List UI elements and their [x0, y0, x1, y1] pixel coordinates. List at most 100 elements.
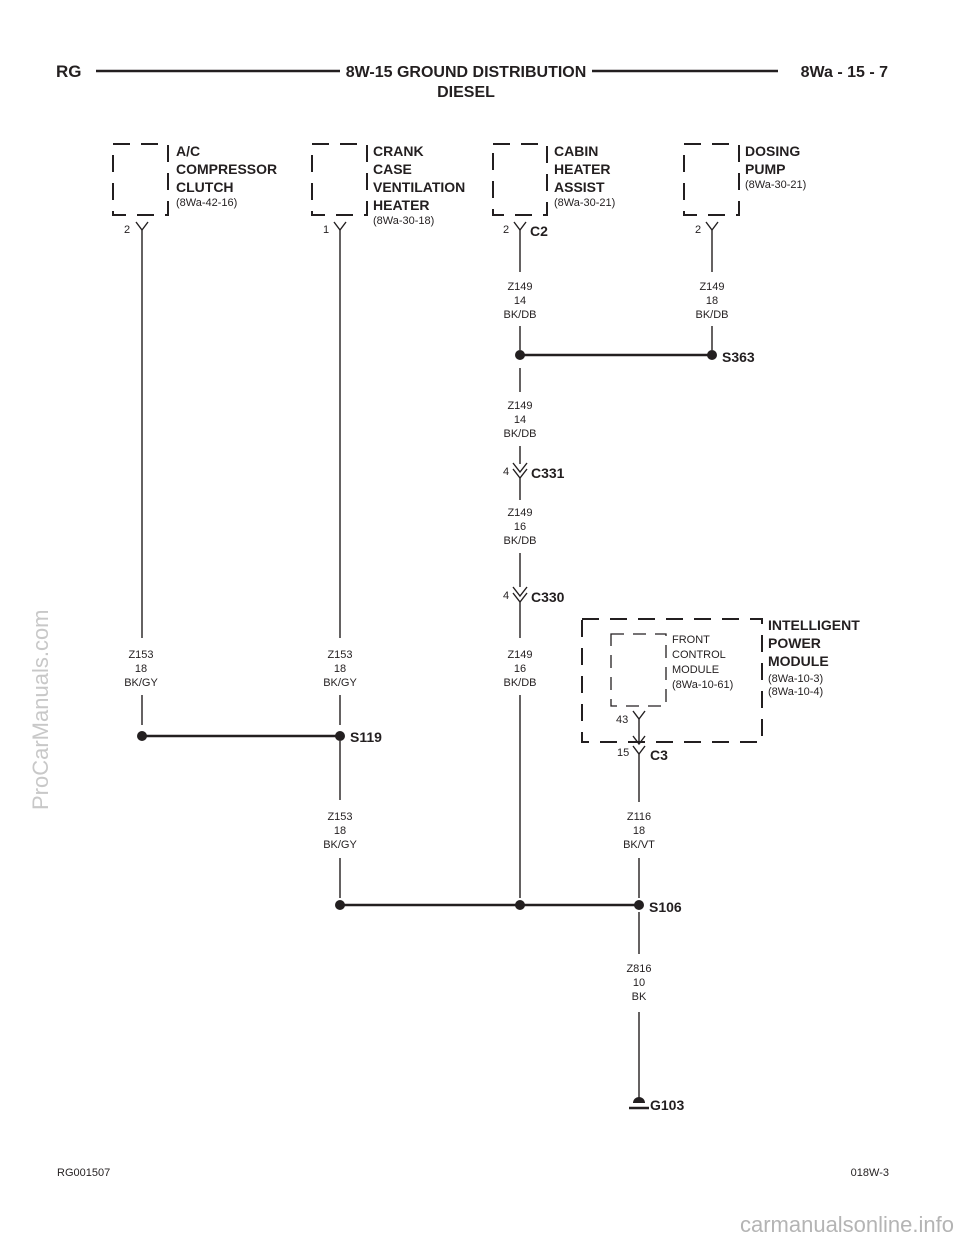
wire-c3-code: Z116: [627, 811, 651, 823]
ac-compressor-outline: [112, 143, 169, 216]
wire-s363-color: BK/DB: [503, 428, 536, 440]
connector-c330: 4 C330 Z149 16 BK/DB: [503, 586, 565, 898]
wire-s119-code: Z153: [327, 811, 352, 823]
cabin-heater-outline: [492, 143, 548, 216]
wire-s363-code: Z149: [507, 400, 532, 412]
splice-s119: S119 Z153 18 BK/GY: [137, 729, 382, 898]
splice-s106: S106 Z816 10 BK: [335, 899, 682, 1098]
c330-symbol-top: [512, 586, 528, 598]
splice-s119-label: S119: [350, 729, 382, 745]
wire-c331-color: BK/DB: [503, 535, 536, 547]
crank-label-1: CRANK: [373, 143, 424, 159]
dosing-pump-outline: [683, 143, 740, 216]
wire-cabin-gauge: 14: [514, 295, 526, 307]
wire-c330-code: Z149: [507, 649, 532, 661]
cabin-terminal-symbol: [513, 221, 527, 232]
wire-s119-gauge: 18: [334, 825, 346, 837]
ipm-label-3: MODULE: [768, 653, 829, 669]
component-cabin-heater-assist: CABIN HEATER ASSIST (8Wa-30-21) 2 C2 Z14…: [492, 143, 615, 350]
wire-c331-gauge: 16: [514, 521, 526, 533]
crank-label-3: VENTILATION: [373, 179, 465, 195]
wire-crank-color: BK/GY: [323, 677, 357, 689]
connector-c331: 4 C331 Z149 16 BK/DB: [503, 462, 565, 587]
cabin-label-2: HEATER: [554, 161, 611, 177]
wire-c3-color: BK/VT: [623, 839, 655, 851]
c331-pin: 4: [503, 466, 509, 478]
fcm-label-1: FRONT: [672, 634, 710, 646]
ipm-ref-2: (8Wa-10-4): [768, 686, 823, 698]
wire-s106-code: Z816: [626, 963, 651, 975]
c330-label: C330: [531, 589, 565, 605]
wire-s119-color: BK/GY: [323, 839, 357, 851]
component-dosing-pump: DOSING PUMP (8Wa-30-21) 2 Z149 18 BK/DB: [683, 143, 806, 350]
wire-dosing-gauge: 18: [706, 295, 718, 307]
wire-c331-code: Z149: [507, 507, 532, 519]
crank-label-2: CASE: [373, 161, 412, 177]
crank-heater-outline: [311, 143, 368, 216]
ac-terminal-symbol: [135, 221, 149, 232]
fcm-outline: [610, 633, 667, 707]
ac-label-1: A/C: [176, 143, 200, 159]
wire-c3-gauge: 18: [633, 825, 645, 837]
wire-crank-code: Z153: [327, 649, 352, 661]
wire-dosing-code: Z149: [699, 281, 724, 293]
ac-label-2: COMPRESSOR: [176, 161, 277, 177]
wire-dosing-color: BK/DB: [695, 309, 728, 321]
footer-drawing-id: 018W-3: [851, 1167, 889, 1179]
header-subtitle: DIESEL: [437, 84, 495, 101]
splice-dot-s119: [335, 731, 345, 741]
splice-dot-cabin: [515, 350, 525, 360]
header-section-code: RG: [56, 62, 82, 81]
c3-pin: 15: [617, 747, 629, 759]
wire-s106-gauge: 10: [633, 977, 645, 989]
splice-dot-s106: [634, 900, 644, 910]
connector-c2-label: C2: [530, 223, 548, 239]
wire-c330-color: BK/DB: [503, 677, 536, 689]
dosing-terminal-symbol: [705, 221, 719, 232]
page-header: RG 8W-15 GROUND DISTRIBUTION 8Wa - 15 - …: [56, 62, 888, 101]
wire-cabin-code: Z149: [507, 281, 532, 293]
ground-dome-icon: [633, 1097, 645, 1103]
ac-ref: (8Wa-42-16): [176, 197, 237, 209]
c331-label: C331: [531, 465, 565, 481]
crank-pin: 1: [323, 224, 329, 236]
ground-g103: G103: [629, 1097, 684, 1113]
component-ac-compressor-clutch: A/C COMPRESSOR CLUTCH (8Wa-42-16) 2 Z153…: [112, 143, 277, 725]
wire-crank-gauge: 18: [334, 663, 346, 675]
connector-c3: 15 C3 Z116 18 BK/VT: [617, 745, 668, 898]
watermark-side: ProCarManuals.com: [28, 609, 53, 810]
c331-symbol-top: [512, 462, 528, 474]
c330-pin: 4: [503, 590, 509, 602]
wire-s106-color: BK: [632, 991, 647, 1003]
fcm-pin: 43: [616, 714, 628, 726]
header-title: 8W-15 GROUND DISTRIBUTION: [346, 64, 587, 81]
c3-inner-terminal: [632, 735, 646, 746]
dosing-pin: 2: [695, 224, 701, 236]
ipm-outline: [581, 618, 763, 743]
ipm-label-1: INTELLIGENT: [768, 617, 860, 633]
c3-label: C3: [650, 747, 668, 763]
wire-c330-gauge: 16: [514, 663, 526, 675]
cabin-pin: 2: [503, 224, 509, 236]
wire-s363-gauge: 14: [514, 414, 526, 426]
crank-terminal-symbol: [333, 221, 347, 232]
splice-dot-z153: [335, 900, 345, 910]
dosing-label-1: DOSING: [745, 143, 800, 159]
wire-ac-gauge: 18: [135, 663, 147, 675]
footer-figure-id: RG001507: [57, 1167, 110, 1179]
fcm-label-2: CONTROL: [672, 649, 726, 661]
c331-symbol-bottom: [512, 468, 528, 480]
cabin-label-3: ASSIST: [554, 179, 605, 195]
wire-cabin-color: BK/DB: [503, 309, 536, 321]
dosing-label-2: PUMP: [745, 161, 785, 177]
dosing-ref: (8Wa-30-21): [745, 179, 806, 191]
c330-symbol-bottom: [512, 592, 528, 604]
component-crank-case-heater: CRANK CASE VENTILATION HEATER (8Wa-30-18…: [311, 143, 465, 725]
splice-s363-label: S363: [722, 349, 755, 365]
ipm-ref-1: (8Wa-10-3): [768, 673, 823, 685]
fcm-label-3: MODULE: [672, 664, 719, 676]
component-intelligent-power-module: INTELLIGENT POWER MODULE (8Wa-10-3) (8Wa…: [581, 617, 860, 746]
fcm-terminal-symbol: [632, 710, 646, 721]
cabin-label-1: CABIN: [554, 143, 598, 159]
